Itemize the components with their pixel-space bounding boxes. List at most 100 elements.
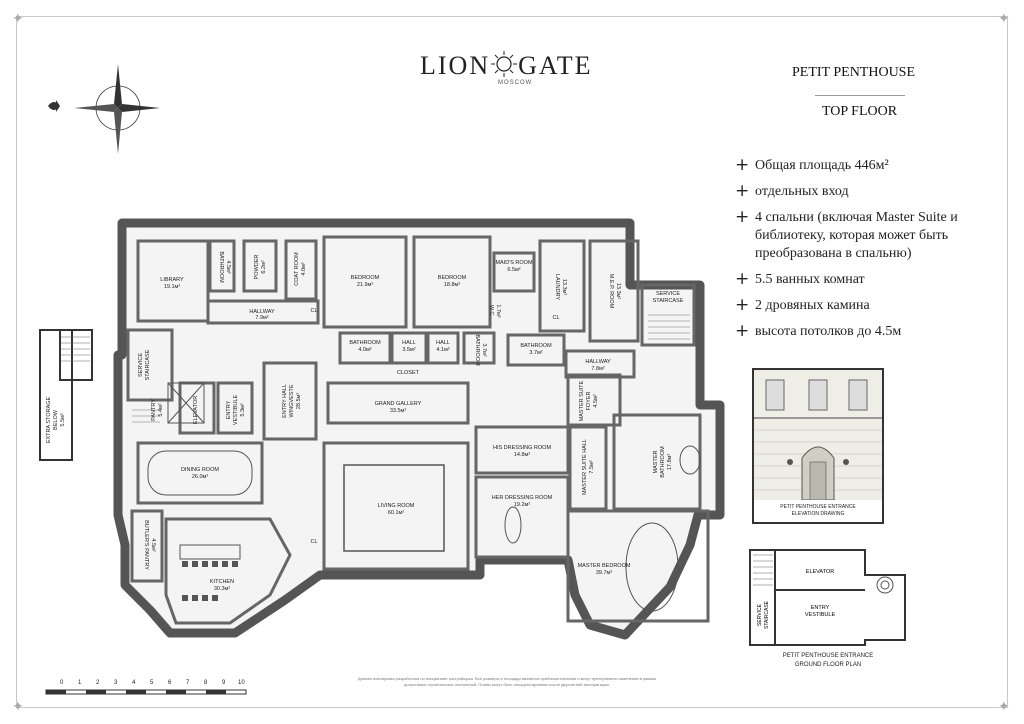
- room-label: BUTLER'S PANTRY: [143, 520, 149, 570]
- gf-staircase-label: SERVICE: [757, 603, 763, 626]
- compass-rose-icon: [48, 64, 160, 154]
- room-area: 5.5м²: [60, 413, 66, 426]
- room-label: MASTER SUITE: [579, 380, 585, 421]
- room-area: 33.5м²: [390, 408, 406, 414]
- room-label: HALLWAY: [585, 359, 611, 365]
- room-label: DINING ROOM: [181, 467, 219, 473]
- room-label: BEDROOM: [351, 275, 380, 281]
- room-label: SERVICE: [656, 291, 680, 297]
- room-label: WINGVESTE: [289, 384, 295, 417]
- room-label: ENTRY HALL: [282, 384, 288, 418]
- room-area: 13.3м²: [615, 283, 621, 299]
- room-area: 4.0м²: [301, 262, 307, 275]
- room-area: 60.1м²: [388, 510, 404, 516]
- room-label: BATHROOM: [349, 340, 381, 346]
- scale-tick: 3: [114, 680, 118, 686]
- room-area: 7.9м²: [255, 315, 268, 321]
- kitchen-chairs: [179, 544, 241, 601]
- room-area: 1.7м²: [495, 304, 501, 317]
- room-label: BELOW: [53, 409, 59, 430]
- room-label: ENTRY: [226, 400, 232, 419]
- sun-emblem-icon: [491, 51, 518, 77]
- feature-text: высота потолков до 4.5м: [755, 324, 902, 339]
- ground-floor-caption-line: GROUND FLOOR PLAN: [794, 662, 862, 668]
- room-area: 17.8м²: [667, 454, 673, 470]
- scale-tick: 8: [204, 680, 208, 686]
- room-label: HALL: [402, 340, 416, 346]
- page-frame: [16, 16, 1008, 708]
- room-area: 6.5м²: [507, 267, 520, 273]
- room-label: HALLWAY: [249, 309, 275, 315]
- ground-floor-caption-line: PETIT PENTHOUSE ENTRANCE: [782, 653, 874, 659]
- room-area: 7.5м²: [589, 460, 595, 473]
- room-label: MASTER SUITE HALL: [582, 439, 588, 495]
- gf-entry-label: ENTRY: [811, 605, 830, 611]
- room-label: LAUNDRY: [554, 274, 560, 301]
- brand-name-left: LION: [420, 51, 491, 80]
- brand-subtitle: MOSCOW: [498, 80, 533, 86]
- room-label: STAIRCASE: [653, 298, 684, 304]
- feature-text: отдельных вход: [755, 184, 849, 199]
- corner-ornament-icon: ✦: [998, 11, 1010, 27]
- room-label: W.C.: [488, 305, 494, 317]
- feature-item: +отдельных вход: [735, 182, 1005, 201]
- plus-icon: +: [735, 269, 750, 289]
- room-area: 3.5м²: [402, 347, 415, 353]
- gf-entry-label: VESTIBULE: [805, 612, 836, 618]
- plan-title: PETIT PENTHOUSE: [792, 65, 916, 80]
- room-area: 14.8м²: [514, 452, 530, 458]
- room-label: BATHROOM: [660, 446, 666, 478]
- title-divider: [815, 95, 905, 96]
- closet-label: CL: [552, 315, 559, 321]
- room-label: MASTER: [653, 451, 659, 474]
- room-label: FOYER: [586, 392, 592, 411]
- room-area: 18.8м²: [444, 282, 460, 288]
- room-area: 4.5м²: [225, 260, 231, 273]
- room-label: POWDER: [254, 255, 260, 280]
- photo-caption-line: ELEVATION DRAWING: [791, 511, 845, 517]
- corner-ornament-icon: ✦: [998, 699, 1010, 715]
- plan-subtitle: TOP FLOOR: [822, 104, 898, 119]
- photo-caption: PETIT PENTHOUSE ENTRANCE ELEVATION DRAWI…: [754, 504, 882, 518]
- scale-tick: 4: [132, 680, 136, 686]
- brand-name-right: GATE: [518, 51, 593, 80]
- feature-text: 2 дровяных камина: [755, 298, 870, 313]
- scale-tick: 5: [150, 680, 154, 686]
- feature-text: 5.5 ванных комнат: [755, 272, 865, 287]
- ground-floor-plan: ELEVATOR ENTRY VESTIBULE SERVICE STAIRCA…: [749, 549, 906, 646]
- feature-item: +5.5 ванных комнат: [735, 269, 1005, 289]
- room-label: BATHROOM: [520, 343, 552, 349]
- entrance-elevation-drawing: PETIT PENTHOUSE ENTRANCE ELEVATION DRAWI…: [752, 368, 884, 524]
- extra-storage-block: EXTRA STORAGE BELOW 5.5м²: [39, 329, 93, 461]
- room-label: SERVICE: [138, 353, 144, 377]
- room-area: 7.8м²: [591, 366, 604, 372]
- room-area: 19.2м²: [514, 502, 530, 508]
- feature-item: +4 спальни (включая Master Suite и библи…: [735, 208, 1005, 263]
- fixtures: [147, 382, 701, 612]
- scale-tick: 1: [78, 680, 82, 686]
- room-area: 4.5м²: [593, 394, 599, 407]
- gf-staircase-label: STAIRCASE: [764, 600, 770, 629]
- gf-elevator-label: ELEVATOR: [806, 569, 834, 575]
- room-area: 5.4м²: [158, 403, 164, 416]
- room-label: ELEVATOR: [193, 396, 199, 424]
- feature-item: +2 дровяных камина: [735, 295, 1005, 315]
- room-area: 4.5м²: [150, 538, 156, 551]
- room-area: 5.3м²: [240, 403, 246, 416]
- plus-icon: +: [735, 155, 750, 175]
- room-area: 30.3м²: [214, 586, 230, 592]
- scale-tick: 9: [222, 680, 226, 686]
- scale-tick: 6: [168, 680, 172, 686]
- corner-ornament-icon: ✦: [12, 699, 24, 715]
- scale-tick: 7: [186, 680, 190, 686]
- room-label: COAT ROOM: [294, 252, 300, 286]
- room-label: HER DRESSING ROOM: [492, 495, 553, 501]
- top-floor-plan: EXTRA STORAGE BELOW 5.5м²: [39, 218, 725, 640]
- room-area: 4.1м²: [436, 347, 449, 353]
- plus-icon: +: [735, 321, 750, 341]
- plus-icon: +: [735, 295, 750, 315]
- room-label: MASTER BEDROOM: [578, 563, 631, 569]
- feature-list: +Общая площадь 446м² +отдельных вход +4 …: [735, 155, 1005, 349]
- room-label: HIS DRESSING ROOM: [493, 445, 551, 451]
- room-area: 6.2м²: [261, 260, 267, 273]
